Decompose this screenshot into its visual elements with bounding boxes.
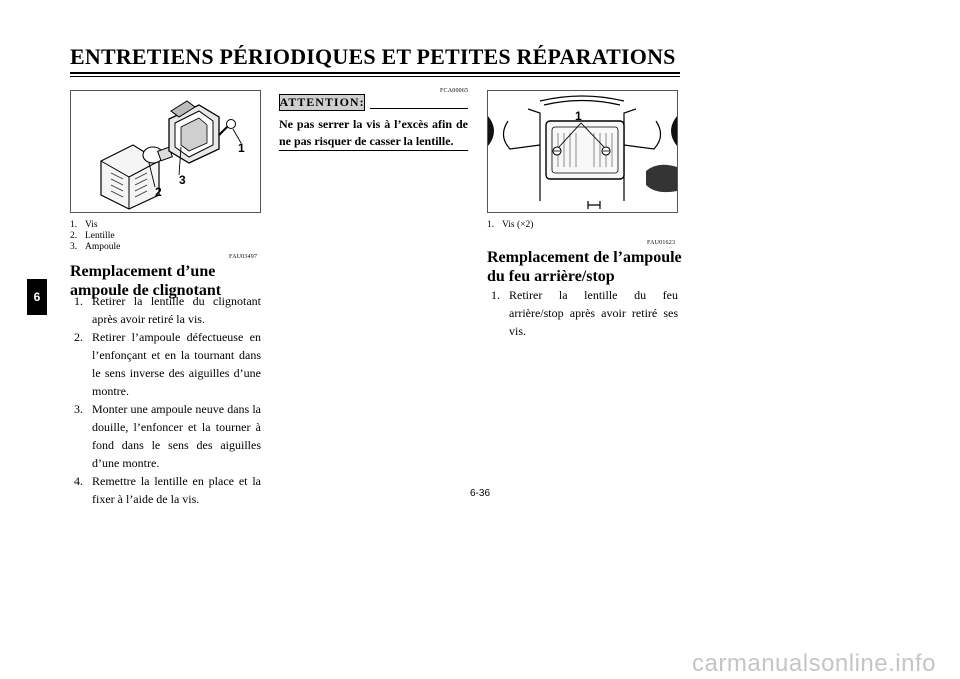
page-title: ENTRETIENS PÉRIODIQUES ET PETITES RÉPARA… bbox=[70, 44, 676, 69]
ref-code: FAU01623 bbox=[647, 240, 676, 246]
legend-item: 1.Vis bbox=[70, 220, 98, 230]
callout-2: 2 bbox=[155, 185, 162, 199]
legend-item: 2.Lentille bbox=[70, 231, 115, 241]
attention-rule-top bbox=[370, 108, 468, 109]
step-item: 1.Retirer la lentille du feu arrière/sto… bbox=[491, 288, 678, 338]
figure-legend-right: 1.Vis (×2) bbox=[487, 220, 533, 231]
steps-list: 1.Retirer la lentille du feu arrière/sto… bbox=[491, 286, 678, 340]
step-item: 2.Retirer l’ampoule défectueuse en l’enf… bbox=[74, 330, 261, 398]
bulb-drawing bbox=[142, 146, 173, 164]
legend-item: 1.Vis (×2) bbox=[487, 220, 534, 230]
section-heading: Remplacement d’une ampoule de clignotant bbox=[70, 263, 222, 299]
step-item: 1.Retirer la lentille du clignotant aprè… bbox=[74, 294, 261, 326]
header-rule-thin bbox=[70, 76, 680, 77]
page-number: 6-36 bbox=[469, 488, 490, 499]
screw-drawing bbox=[552, 146, 611, 156]
attention-rule-bottom bbox=[279, 150, 468, 151]
step-item: 3.Monter une ampoule neuve dans la douil… bbox=[74, 402, 261, 470]
turn-signal-figure: 1 2 3 bbox=[70, 90, 261, 213]
legend-item: 3.Ampoule bbox=[70, 242, 121, 252]
steps-list: 1.Retirer la lentille du clignotant aprè… bbox=[74, 292, 261, 508]
header-rule bbox=[70, 72, 680, 74]
ref-code: FCA00065 bbox=[440, 88, 469, 94]
chapter-tab[interactable]: 6 bbox=[27, 279, 47, 315]
callout-1: 1 bbox=[575, 109, 582, 123]
housing-drawing bbox=[168, 100, 220, 164]
watermark: carmanualsonline.info bbox=[692, 650, 936, 677]
figure-legend-left: 1.Vis 2.Lentille 3.Ampoule bbox=[70, 220, 120, 253]
tire-drawing bbox=[488, 116, 677, 193]
section-heading: Remplacement de l’ampoule du feu arrière… bbox=[487, 249, 682, 285]
tail-light-figure: 1 bbox=[487, 90, 678, 213]
ref-code: FAU03497 bbox=[229, 254, 258, 260]
tail-light-illustration bbox=[488, 95, 677, 209]
attention-text: Ne pas serrer la vis à l’excès afin de n… bbox=[279, 117, 468, 148]
turn-signal-illustration bbox=[100, 100, 242, 210]
callout-1: 1 bbox=[238, 141, 245, 155]
attention-badge: ATTENTION: bbox=[279, 94, 365, 111]
screw-drawing bbox=[218, 119, 236, 136]
callout-3: 3 bbox=[179, 173, 186, 187]
step-item: 4.Remettre la lentille en place et la fi… bbox=[74, 474, 261, 506]
lens-drawing bbox=[100, 144, 160, 210]
